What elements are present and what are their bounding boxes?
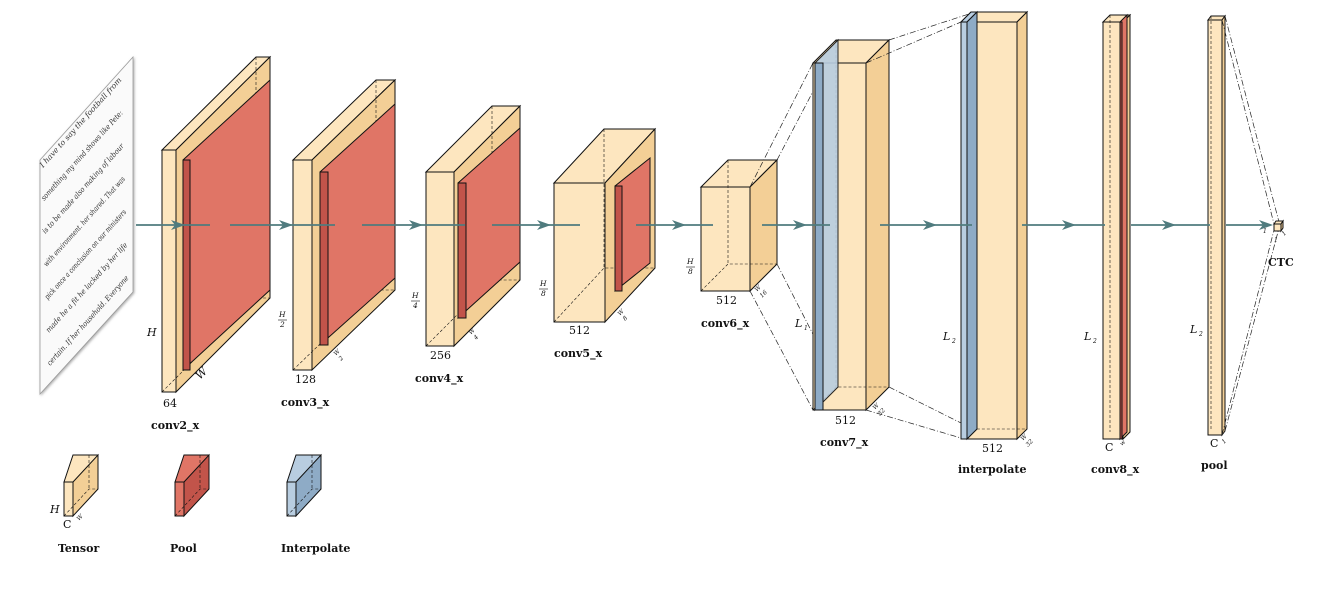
conv7-height-label: L — [794, 317, 802, 330]
block-conv4: H 4 W 4 256 conv4_x — [411, 104, 522, 386]
legend-item-interpolate: Interpolate — [281, 453, 350, 555]
legend-tensor-h: H — [49, 503, 60, 516]
ctc-dim-b: 1 — [1274, 237, 1278, 244]
conv5-height-num: H — [539, 279, 547, 288]
conv3-height-num: H — [278, 310, 286, 319]
conv4-width-den: 4 — [472, 334, 480, 342]
legend-tensor-label: Tensor — [58, 542, 99, 555]
conv4-channels-label: 256 — [430, 349, 451, 362]
conv3-caption: conv3_x — [281, 396, 330, 410]
conv7-width-num: W — [871, 402, 881, 412]
input-handwriting-image: I have to say the football fromsomething… — [37, 55, 134, 396]
pool-height-label: L — [1189, 323, 1197, 336]
pool-height-sub: 2 — [1198, 331, 1203, 338]
legend-tensor-w: W — [75, 513, 85, 523]
conv7-width-den: 32 — [876, 407, 886, 417]
block-ctc: 1 1 1 CTC — [1263, 219, 1294, 269]
conv7-caption: conv7_x — [820, 436, 869, 450]
interpolate-width-den: 32 — [1024, 438, 1034, 448]
input-paper — [39, 55, 134, 396]
ctc-caption: CTC — [1268, 256, 1294, 269]
interpolate-width-num: W — [1019, 433, 1029, 443]
conv7-channels-label: 512 — [835, 414, 856, 427]
block-conv6: H 8 W 16 512 conv6_x — [686, 158, 779, 331]
conv6-height-num: H — [686, 257, 694, 266]
interpolate-height-sub: 2 — [951, 338, 956, 345]
conv4-height-num: H — [411, 291, 419, 300]
block-pool: L 2 C 1 pool — [1189, 14, 1228, 472]
conv5-caption: conv5_x — [554, 347, 603, 361]
conv3-channels-label: 128 — [295, 373, 316, 386]
handwriting-lines: I have to say the football fromsomething… — [37, 76, 131, 368]
conv2-front — [161, 149, 177, 393]
block-conv8: L 2 C w conv8_x — [1083, 13, 1140, 477]
conv4-height-den: 4 — [412, 301, 418, 310]
conv7-height-sub: 1 — [804, 325, 808, 332]
legend-tensor-c: C — [63, 518, 71, 531]
conv5-width-num: W — [616, 308, 626, 318]
legend-item-tensor: H C W Tensor — [49, 453, 99, 555]
conv8-width-label: w — [1118, 438, 1127, 447]
block-conv3: H 2 W 2 128 conv3_x — [278, 78, 397, 410]
projection-pool-ctc — [1221, 15, 1280, 436]
interpolate-height-label: L — [942, 330, 950, 343]
conv8-height-sub: 2 — [1092, 338, 1097, 345]
conv3-width-den: 2 — [337, 355, 345, 363]
conv3-height-den: 2 — [279, 320, 285, 329]
conv8-caption: conv8_x — [1091, 463, 1140, 477]
conv6-caption: conv6_x — [701, 317, 750, 331]
conv4-width-num: W — [467, 327, 477, 337]
pool-caption: pool — [1201, 459, 1228, 472]
legend-item-pool: Pool — [170, 453, 210, 555]
conv2-caption: conv2_x — [151, 419, 200, 433]
block-conv7: L 1 W 32 512 conv7_x — [794, 38, 891, 450]
conv5-channels-label: 512 — [569, 324, 590, 337]
conv4-caption: conv4_x — [415, 372, 464, 386]
conv6-width-num: W — [753, 284, 763, 294]
conv8-channels-label: C — [1105, 441, 1113, 454]
pool-width-label: 1 — [1220, 438, 1228, 446]
conv5-height-den: 8 — [541, 289, 546, 298]
pool-channels-label: C — [1210, 437, 1218, 450]
conv2-height-label: H — [146, 326, 157, 339]
legend-pool-label: Pool — [170, 542, 197, 555]
interpolate-channels-label: 512 — [982, 442, 1003, 455]
interpolate-layer — [960, 21, 968, 440]
block-interpolate: L 2 W 32 512 interpolate — [942, 10, 1035, 476]
conv6-height-den: 8 — [688, 267, 693, 276]
conv6-width-den: 16 — [758, 289, 768, 299]
block-conv5: H 8 W 8 512 conv5_x — [539, 127, 657, 361]
ctc-dim-a: 1 — [1263, 228, 1267, 235]
interpolate-caption: interpolate — [958, 463, 1026, 476]
legend: H C W Tensor Pool Interpolate — [49, 453, 350, 555]
block-conv2: H W 64 conv2_x — [146, 55, 272, 433]
conv6-channels-label: 512 — [716, 294, 737, 307]
conv5-width-den: 8 — [621, 315, 629, 323]
ctc-dim-c: 1 — [1280, 230, 1288, 238]
legend-interpolate-label: Interpolate — [281, 542, 350, 555]
conv8-height-label: L — [1083, 330, 1091, 343]
conv3-width-num: W — [332, 348, 342, 358]
conv2-channels-label: 64 — [163, 397, 177, 410]
